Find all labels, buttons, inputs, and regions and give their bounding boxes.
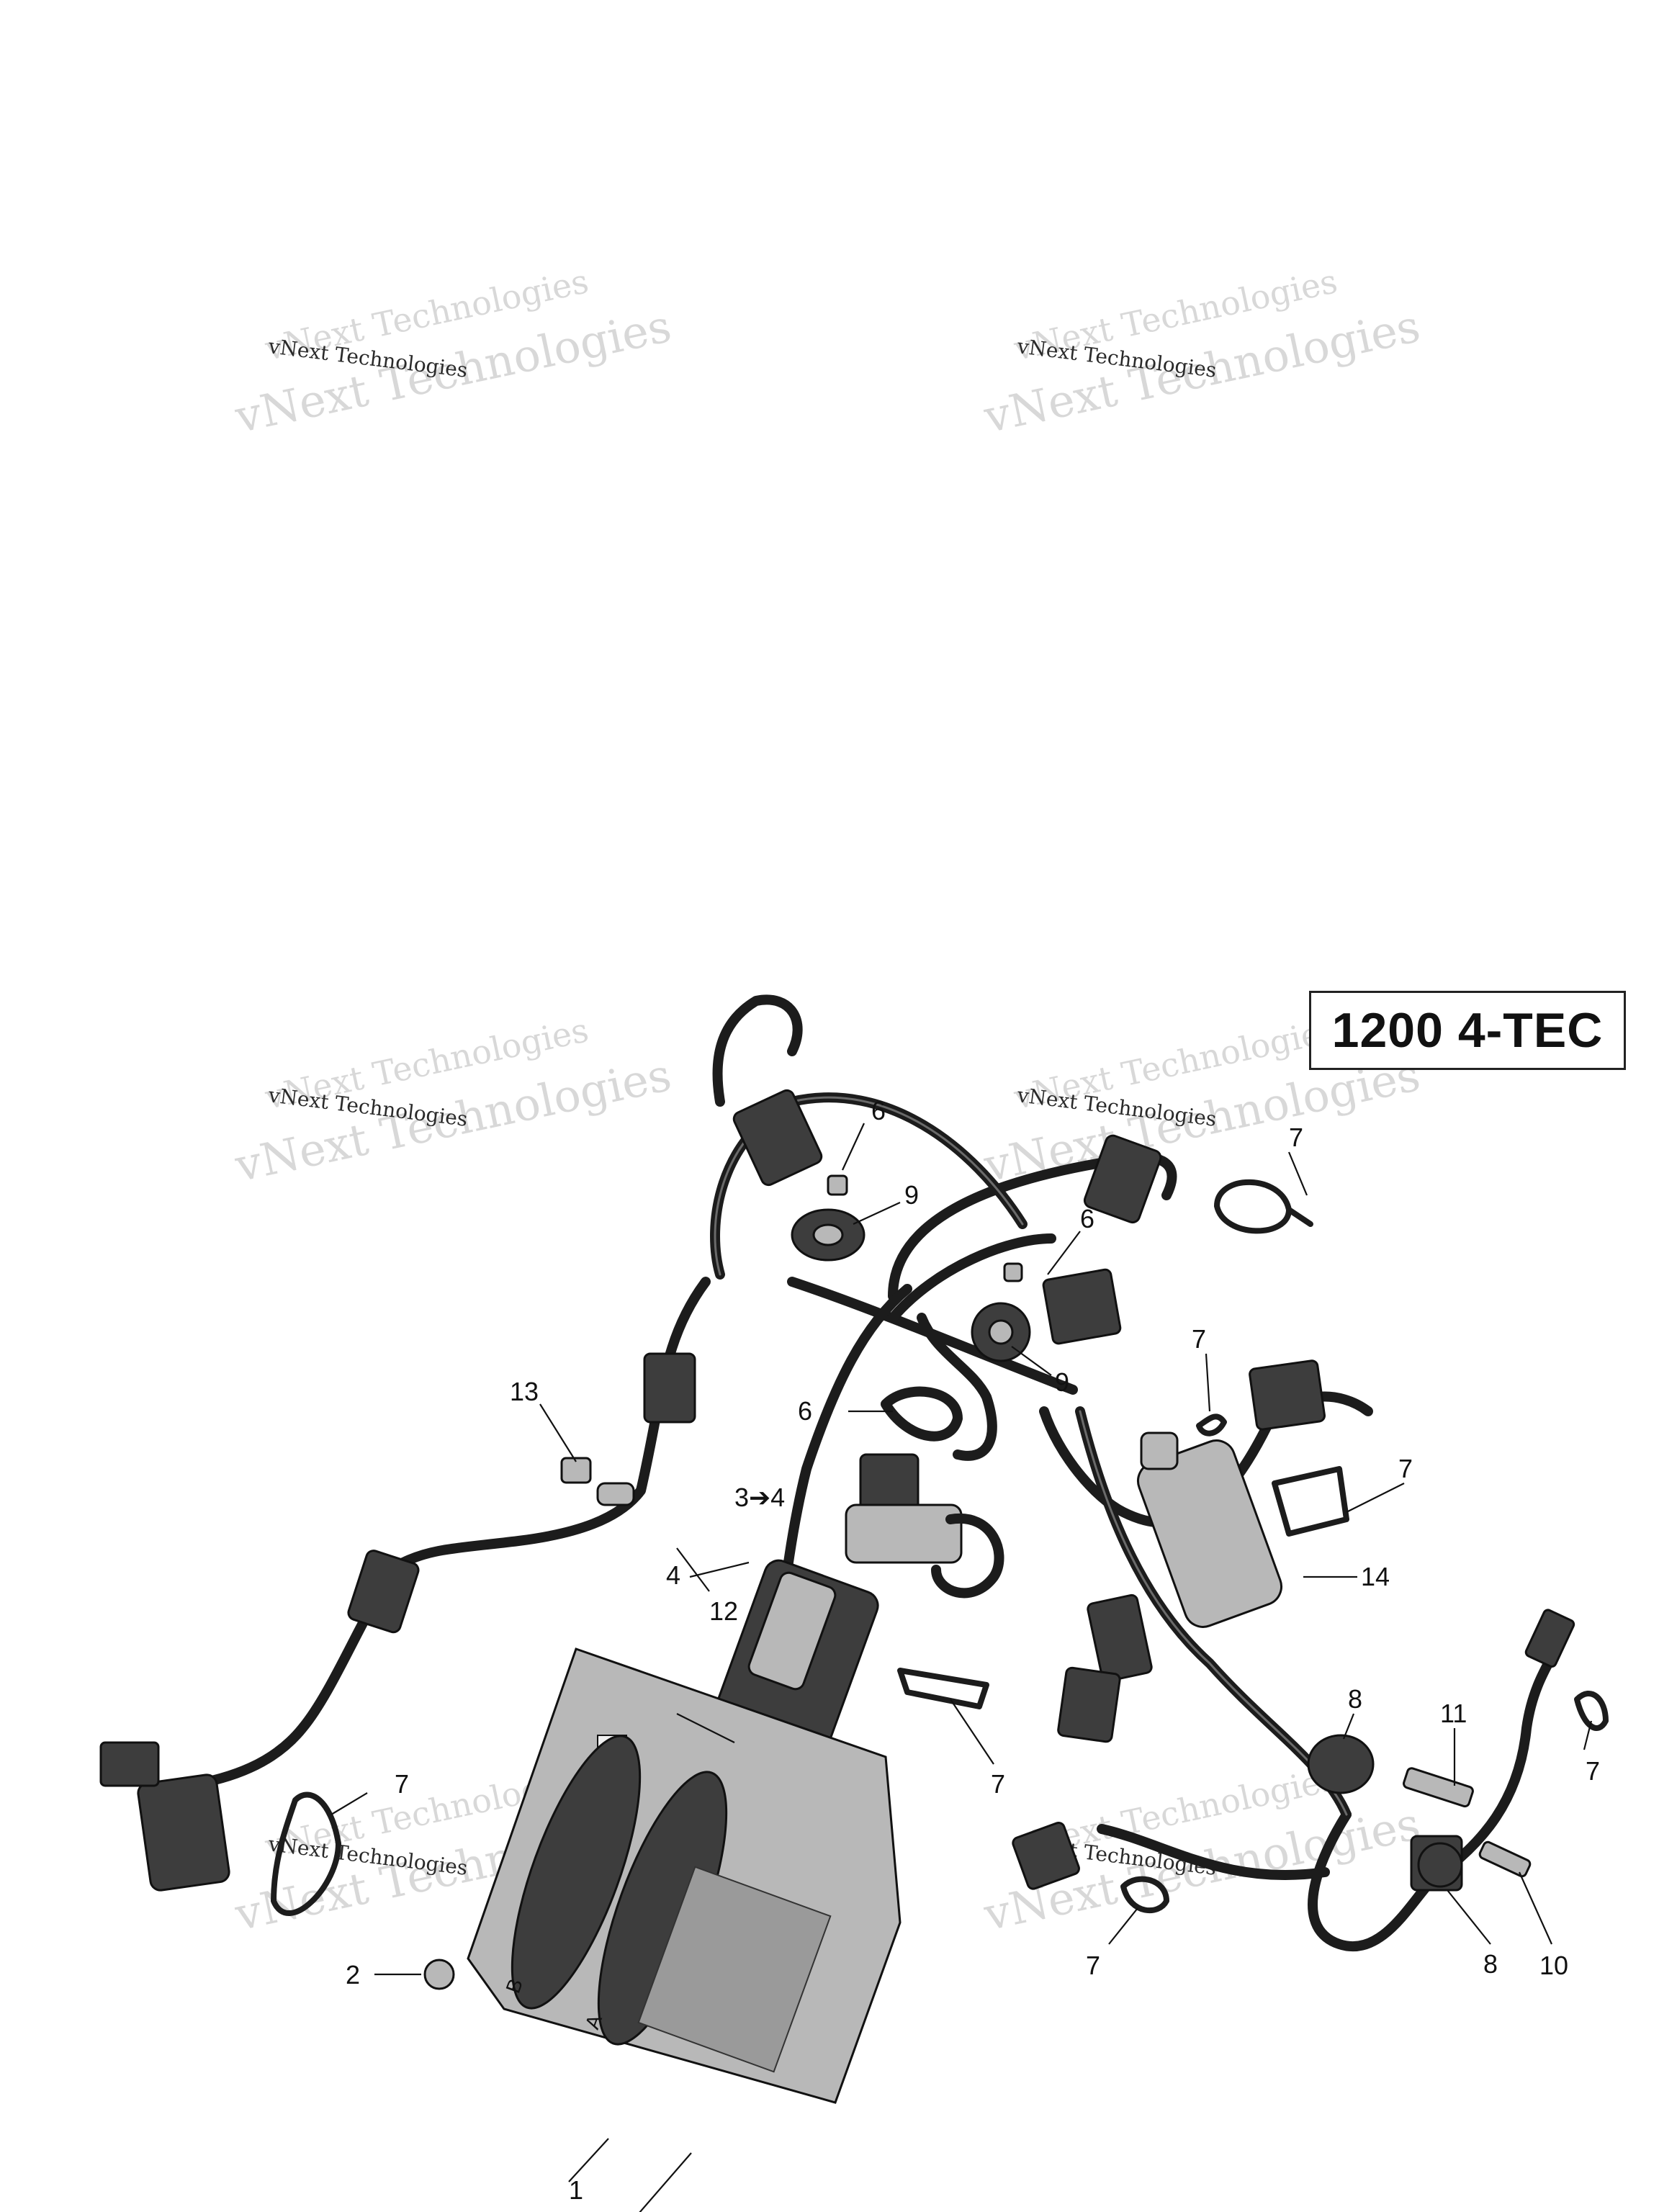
callout-3-to-4: 3➔4 bbox=[734, 1483, 785, 1512]
connector-14 bbox=[1137, 1431, 1282, 1628]
model-title: 1200 4-TEC bbox=[1331, 1003, 1604, 1058]
callout-8-top: 8 bbox=[1348, 1684, 1362, 1714]
cable-ties bbox=[271, 1179, 1609, 1916]
callout-7-bottom: 7 bbox=[1086, 1951, 1100, 1980]
harness-connectors bbox=[99, 1089, 1575, 1892]
callout-4: 4 bbox=[666, 1560, 680, 1590]
callout-11: 11 bbox=[1440, 1699, 1467, 1728]
callout-8-bottom: 8 bbox=[1483, 1949, 1498, 1979]
callout-1: 1 bbox=[569, 2175, 583, 2205]
callout-7-far-right: 7 bbox=[1586, 1756, 1600, 1786]
callout-6-top: 6 bbox=[871, 1096, 886, 1125]
callout-9-mid: 9 bbox=[1055, 1367, 1069, 1397]
leader-lines bbox=[331, 1123, 1593, 2212]
model-title-box: 1200 4-TEC bbox=[1309, 991, 1626, 1070]
callout-7-harness: 7 bbox=[991, 1769, 1005, 1799]
callout-12: 12 bbox=[709, 1596, 738, 1626]
callouts: 1 2 3➔4 4 6 6 6 7 7 7 7 7 7 7 8 8 9 9 10… bbox=[346, 1096, 1600, 2205]
callout-9-top: 9 bbox=[904, 1180, 919, 1210]
ecu-module: B A bbox=[467, 1647, 902, 2104]
callout-7-left: 7 bbox=[395, 1769, 409, 1799]
callout-7-box: 7 bbox=[1398, 1454, 1413, 1483]
callout-14: 14 bbox=[1361, 1562, 1390, 1591]
callout-13: 13 bbox=[510, 1377, 539, 1406]
callout-6-tie: 6 bbox=[798, 1396, 812, 1426]
callout-7-mid: 7 bbox=[1192, 1324, 1206, 1354]
callout-10: 10 bbox=[1539, 1951, 1568, 1980]
hardware-parts bbox=[423, 1174, 1532, 1990]
callout-7-top: 7 bbox=[1289, 1123, 1303, 1152]
callout-6-mid: 6 bbox=[1080, 1204, 1094, 1233]
callout-2: 2 bbox=[346, 1960, 360, 1990]
